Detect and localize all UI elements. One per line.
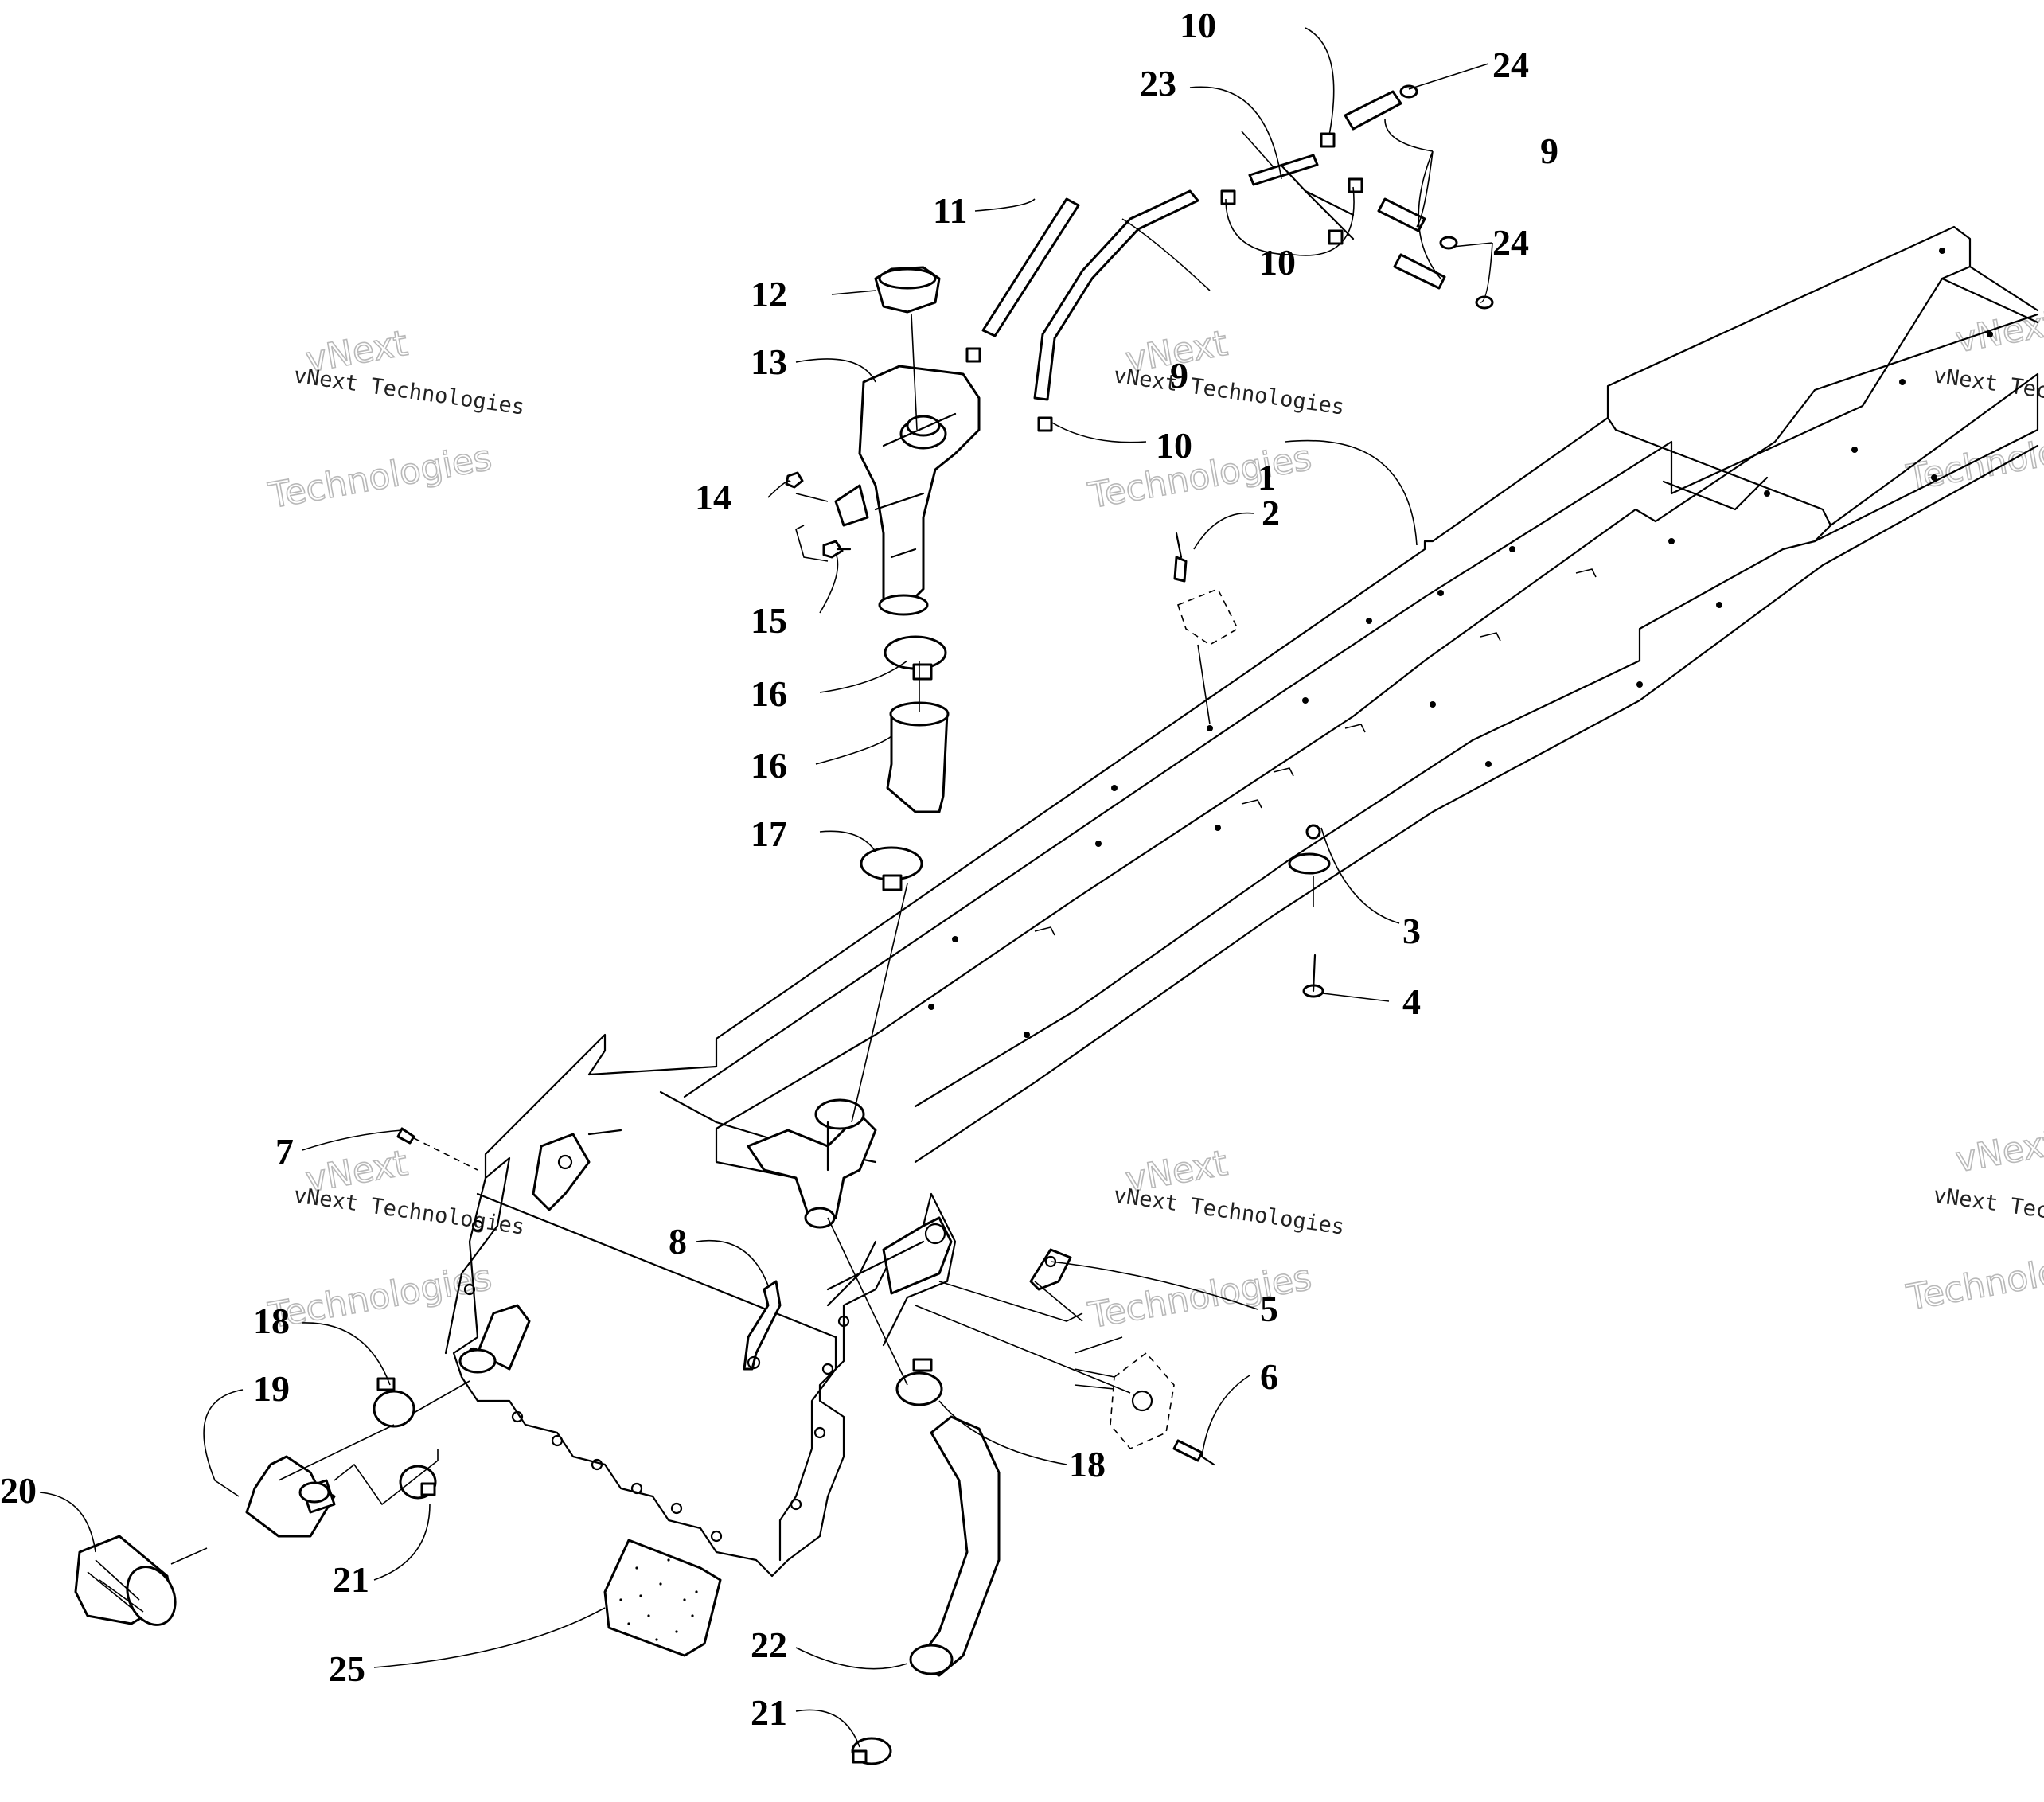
clamp-24-set [1399, 84, 1494, 310]
callout-10-bottom: 10 [1156, 425, 1192, 466]
callout-18-right: 18 [1069, 1444, 1106, 1484]
rivet-2 [1173, 532, 1239, 725]
rivet-7 [396, 1127, 478, 1171]
outlet-fitting [747, 1098, 877, 1229]
watermark-word: Technologies [1085, 1258, 1314, 1336]
callout-8: 8 [669, 1221, 687, 1262]
plate-5 [1029, 1248, 1083, 1322]
front-bulkhead [444, 1033, 957, 1578]
watermark-company: vNext Technologies [1112, 363, 1346, 419]
watermark-company: vNext Technologies [1932, 1183, 2044, 1239]
callout-9-upper: 9 [1540, 131, 1558, 171]
callout-21-left: 21 [333, 1559, 369, 1600]
clamp-10-set [965, 132, 1363, 432]
nut-14 [785, 471, 829, 502]
watermark-brand: vNext [1952, 1123, 2044, 1181]
clamp-18-left [373, 1377, 415, 1428]
callout-12: 12 [751, 274, 787, 314]
hose-22 [909, 1415, 1001, 1677]
callout-10-middle: 10 [1259, 242, 1296, 283]
callout-16-lower: 17 [751, 813, 787, 854]
callout-16-upper: 16 [751, 673, 787, 714]
watermark-company: vNext Technologies [1112, 1183, 1346, 1239]
grommet-3 [1288, 824, 1331, 907]
callout-18-left: 18 [253, 1301, 290, 1341]
watermark-group-2: vNext Technologies [1085, 322, 1316, 517]
screw-4 [1302, 954, 1324, 998]
clamp-16-lower [860, 846, 923, 891]
callout-24-upper: 24 [1492, 45, 1529, 85]
callout-11: 11 [933, 190, 967, 231]
screw-15 [822, 540, 852, 559]
callout-7: 7 [275, 1131, 294, 1172]
hose-9-middle [1377, 197, 1426, 232]
callout-5: 5 [1260, 1289, 1278, 1329]
callout-labels: 1 2 3 4 5 6 7 8 9 9 10 10 10 11 12 13 14… [0, 5, 1558, 1733]
clip-8 [743, 1280, 782, 1371]
callout-13: 13 [751, 341, 787, 382]
hose-9-main [1033, 189, 1199, 401]
callout-14: 14 [695, 477, 731, 517]
callout-15: 15 [751, 600, 787, 641]
hose-17 [886, 701, 950, 813]
heat-exchanger-tunnel [587, 225, 2039, 1164]
callout-19: 19 [253, 1368, 290, 1409]
callout-2: 2 [1262, 493, 1280, 533]
callout-10-top: 10 [1180, 5, 1216, 45]
foam-pad-25 [603, 1539, 722, 1657]
mounting-bracket [826, 1216, 953, 1295]
callout-25: 25 [329, 1648, 365, 1689]
callout-24-lower: 24 [1492, 222, 1529, 263]
watermark-company: vNext Technologies [292, 363, 526, 419]
callout-22: 22 [751, 1625, 787, 1665]
callout-17: 16 [751, 745, 787, 786]
watermark-word: Technologies [1085, 438, 1314, 517]
clamp-18-right [895, 1358, 943, 1406]
clamp-21-right [851, 1737, 892, 1765]
assembly-lines [170, 314, 1131, 1565]
watermark-word: Technologies [265, 438, 494, 517]
callout-6: 6 [1260, 1356, 1278, 1397]
watermark-company: vNext Technologies [292, 1183, 526, 1239]
callout-1: 1 [1258, 457, 1276, 497]
coolant-bottle [795, 365, 981, 616]
callout-3: 3 [1402, 911, 1421, 951]
clamp-16-upper [884, 635, 947, 681]
watermark-word: Technologies [265, 1258, 494, 1336]
hose-11 [981, 197, 1080, 337]
callout-23: 23 [1140, 63, 1176, 103]
tee-fitting-23 [1248, 154, 1355, 240]
rivet-6 [1074, 1336, 1215, 1466]
watermark-brand: vNext [1952, 303, 2044, 361]
hose-20 [74, 1535, 177, 1626]
fitting-small [298, 1481, 330, 1504]
callout-21-right: 21 [751, 1692, 787, 1733]
watermark-group-1: vNext Technologies [265, 322, 496, 517]
clamp-21-left [399, 1465, 437, 1500]
callout-9-middle: 9 [1170, 355, 1188, 396]
hose-9-lower [1393, 253, 1446, 290]
callout-4: 4 [1402, 981, 1421, 1022]
watermark-word: Technologies [1903, 1239, 2044, 1318]
leader-lines [39, 27, 1493, 1748]
coolant-bottle-cap [874, 266, 941, 314]
hose-9-upper [1344, 90, 1402, 131]
callout-20: 20 [0, 1470, 37, 1511]
